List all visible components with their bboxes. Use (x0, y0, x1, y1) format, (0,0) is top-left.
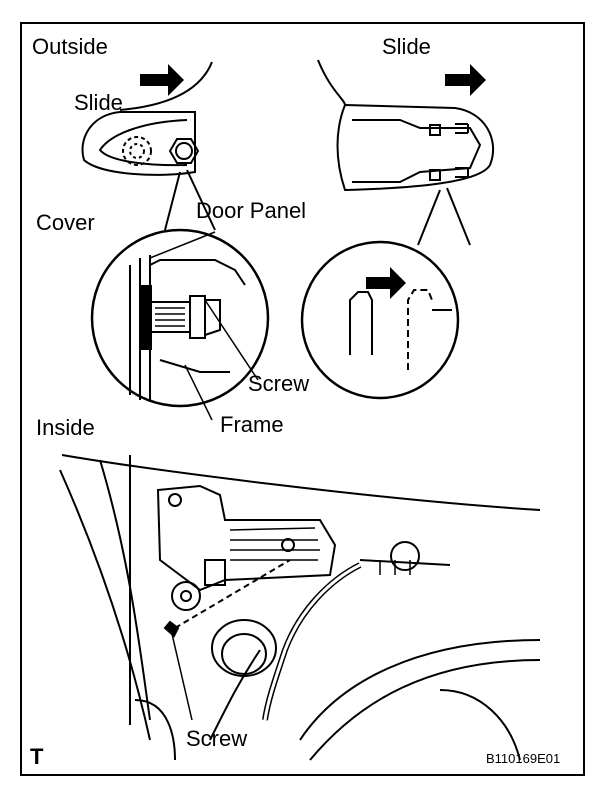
handle-cover-left (81, 111, 196, 176)
figure-code: B110169E01 (486, 751, 561, 766)
door-panel-curve-left (119, 61, 213, 111)
label-inside: Inside (36, 415, 95, 440)
label-screw-lower: Screw (186, 726, 248, 751)
detail-circle-left (90, 228, 270, 408)
label-slide-right: Slide (382, 34, 431, 59)
door-panel-curve-right (317, 59, 346, 106)
right-arrow-icon (366, 267, 406, 299)
right-arrow-icon (445, 64, 486, 96)
label-screw-upper: Screw (248, 371, 310, 396)
handle-cover-right (336, 103, 495, 192)
label-cover: Cover (36, 210, 95, 235)
label-frame: Frame (220, 412, 284, 437)
corner-mark: T (30, 744, 44, 769)
label-outside: Outside (32, 34, 108, 59)
nut-hex-icon (168, 138, 200, 164)
detail-circle-right (300, 240, 460, 400)
diagram-frame (20, 22, 585, 776)
label-slide-left: Slide (74, 90, 123, 115)
label-door-panel: Door Panel (196, 198, 307, 223)
right-arrow-icon (140, 64, 184, 96)
